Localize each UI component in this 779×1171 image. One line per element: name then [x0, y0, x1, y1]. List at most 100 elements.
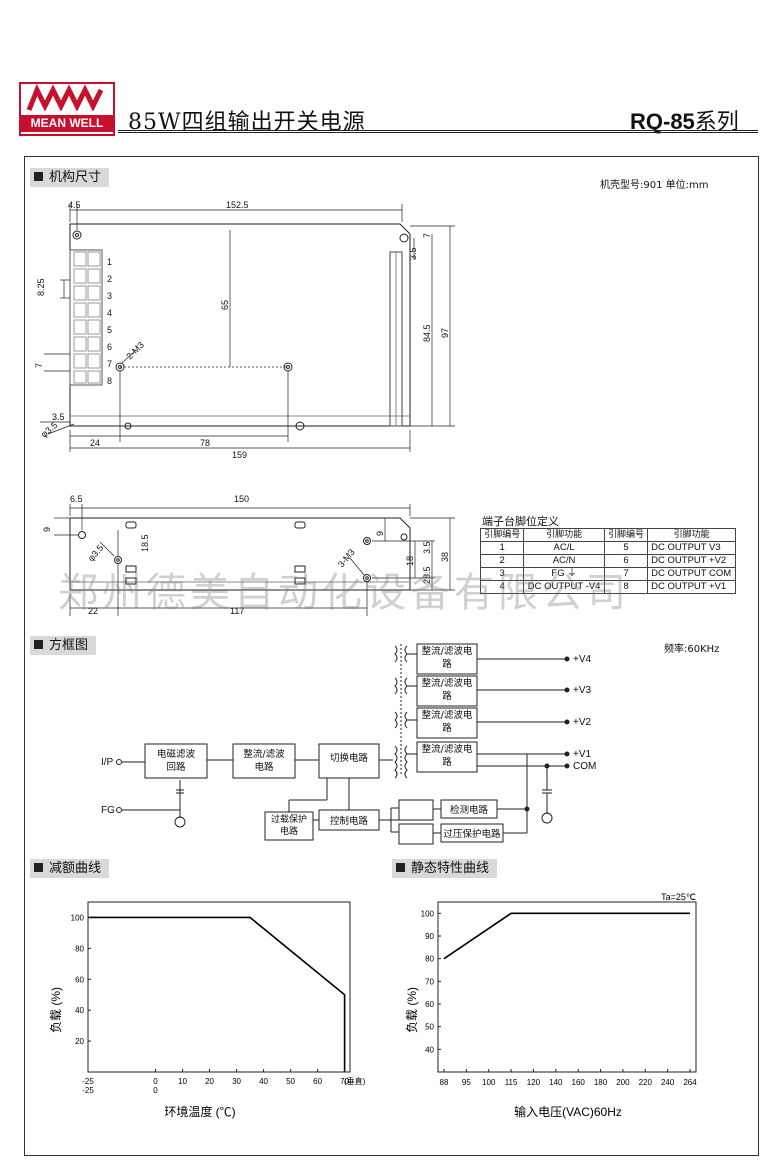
dim-3-5c: 3.5 — [422, 541, 432, 554]
output-v1: +V1 — [573, 749, 592, 760]
dim-9b: 9 — [375, 531, 385, 536]
block-diagram: I/P FG 电磁滤波回路 整流/滤波电路 切换电路 控制电路 过载保护电路 检… — [101, 643, 596, 845]
pin-number: 1 — [479, 541, 525, 555]
dim-6-5: 6.5 — [70, 494, 83, 504]
side-view-outline — [69, 517, 411, 591]
derating-y-tick: 60 — [75, 975, 84, 984]
pin-number: 8 — [603, 580, 649, 594]
static-y-tick: 60 — [425, 1000, 434, 1009]
pin-number: 7 — [603, 567, 649, 581]
derating-plot-frame — [87, 901, 351, 1073]
pin-label-6: 6 — [107, 342, 112, 352]
derating-x-tick: 40 — [259, 1077, 268, 1086]
output-v3: +V3 — [573, 685, 592, 696]
static-x-tick: 140 — [549, 1078, 563, 1087]
dim-150: 150 — [234, 494, 249, 504]
dim-65: 65 — [220, 300, 230, 310]
static-x-tick: 200 — [616, 1078, 630, 1087]
dim-2-m3: 2-M3 — [124, 340, 146, 362]
static-x-tick: 180 — [594, 1078, 608, 1087]
pin-table-header-cell: 引脚功能 — [647, 528, 736, 542]
pin-table-header-cell: 引脚编号 — [479, 528, 525, 542]
static-x-tick: 240 — [661, 1078, 675, 1087]
top-view-outline — [69, 223, 411, 427]
box-rectifier-v1 — [416, 741, 478, 773]
derating-x-tick: 60 — [313, 1077, 322, 1086]
derating-x-tick: 70 — [340, 1077, 349, 1086]
derating-x-tick-secondary: 0 — [153, 1086, 158, 1095]
derating-x-tick: 20 — [205, 1077, 214, 1086]
pin-table-title: 端子台脚位定义 — [482, 515, 559, 528]
output-v2: +V2 — [573, 717, 592, 728]
section-block-diagram: 方框图 — [30, 636, 97, 655]
static-plot-frame — [437, 901, 697, 1073]
series-model: RQ-85 — [630, 109, 695, 134]
pin-function: DC OUTPUT COM — [647, 567, 736, 581]
section-derating: 减额曲线 — [30, 859, 110, 878]
rectifier-1-label: 整流/滤波电路 — [243, 749, 285, 773]
static-y-tick: 50 — [425, 1023, 434, 1032]
control-label: 控制电路 — [329, 816, 368, 827]
derating-y-tick: 80 — [75, 944, 84, 953]
dim-117: 117 — [230, 606, 244, 616]
pin-function: DC OUTPUT +V1 — [647, 580, 736, 594]
header-rule-2 — [118, 132, 758, 133]
box-rectifier-v2 — [416, 707, 478, 739]
derating-x-tick: 0 — [153, 1077, 158, 1086]
static-y-tick: 90 — [425, 932, 434, 941]
derating-y-tick: 100 — [71, 913, 85, 922]
derating-x-tick: 10 — [178, 1077, 187, 1086]
dim-152-5: 152.5 — [226, 200, 249, 210]
dim-8-25: 8.25 — [36, 278, 46, 296]
section-static: 静态特性曲线 — [392, 859, 498, 878]
static-y-tick: 100 — [421, 909, 435, 918]
derating-xlabel: 环境温度 (℃) — [164, 1104, 235, 1119]
static-ylabel: 负载 (%) — [405, 987, 419, 1033]
pin-number: 4 — [479, 580, 525, 594]
section-mechanical-label: 机构尺寸 — [49, 170, 102, 185]
static-x-tick: 264 — [683, 1078, 697, 1087]
dim-7b: 7 — [34, 363, 44, 368]
derating-y-tick: 20 — [75, 1037, 84, 1046]
label-ip: I/P — [101, 757, 114, 768]
datasheet-frame — [24, 156, 759, 1156]
static-x-tick: 120 — [527, 1078, 541, 1087]
optocoupler-2 — [398, 823, 434, 845]
pin-label-8: 8 — [107, 376, 112, 386]
static-note: Ta=25℃ — [661, 892, 696, 902]
section-static-label: 静态特性曲线 — [411, 861, 490, 876]
mw-logo-mark — [26, 84, 104, 112]
box-rectifier-1 — [232, 743, 296, 779]
pin-label-7: 7 — [107, 359, 112, 369]
output-v4: +V4 — [573, 654, 592, 665]
rectifier-v2-label: 整流/滤波电路 — [421, 710, 473, 734]
dim-159: 159 — [232, 450, 247, 460]
static-y-tick: 80 — [425, 955, 434, 964]
dim-38: 38 — [440, 552, 450, 562]
pin-label-4: 4 — [107, 308, 112, 318]
box-rectifier-v3 — [416, 675, 478, 707]
pin-label-3: 3 — [107, 291, 112, 301]
rectifier-v1-label: 整流/滤波电路 — [421, 744, 473, 768]
output-com: COM — [573, 761, 596, 772]
derating-x-tick-secondary: -25 — [82, 1086, 94, 1095]
pin-label-2: 2 — [107, 274, 112, 284]
pin-function: AC/L — [523, 541, 605, 555]
pin-table-header-cell: 引脚编号 — [603, 528, 649, 542]
meanwell-logo: MEAN WELL — [19, 82, 115, 136]
derating-x-tick: 50 — [286, 1077, 295, 1086]
dim-97: 97 — [440, 328, 450, 338]
static-x-tick: 88 — [440, 1078, 449, 1087]
optocoupler-1 — [398, 799, 434, 821]
dim-4-5: 4.5 — [68, 200, 81, 210]
rectifier-v4-label: 整流/滤波电路 — [421, 646, 473, 670]
static-x-tick: 160 — [572, 1078, 586, 1087]
dim-18-5: 18.5 — [140, 534, 150, 552]
label-fg: FG — [101, 805, 115, 816]
olp-label: 过载保护电路 — [270, 815, 307, 837]
